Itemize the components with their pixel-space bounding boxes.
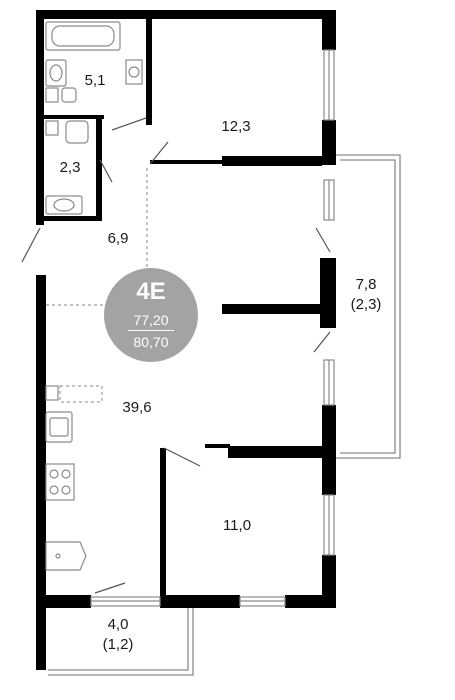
fixtures — [45, 21, 143, 571]
room-label-bedroom-top: 12,3 — [221, 118, 251, 135]
room-label-balcony-right: 7,8 (2,3) — [351, 275, 382, 315]
apartment-code: 4E — [136, 278, 166, 305]
apartment-area-divider — [128, 330, 174, 331]
room-label-bathroom: 5,1 — [84, 72, 106, 89]
walls — [36, 10, 336, 670]
room-area-balcony-bottom: 4,0 — [107, 616, 129, 633]
room-label-toilet: 2,3 — [59, 159, 81, 176]
room-label-living-kitchen: 39,6 — [122, 399, 152, 416]
room-label-balcony-bottom: 4,0 (1,2) — [103, 615, 134, 655]
balcony-outlines — [48, 154, 401, 676]
apartment-area-total: 80,70 — [133, 334, 169, 350]
room-label-hallway: 6,9 — [107, 230, 129, 247]
windows — [90, 49, 335, 607]
door-swings — [21, 117, 331, 594]
room-subarea-balcony-bottom: (1,2) — [102, 636, 134, 653]
room-area-balcony-right: 7,8 — [355, 276, 377, 293]
apartment-badge: 4E 77,20 80,70 — [104, 268, 198, 362]
room-label-bedroom-bottom: 11,0 — [222, 517, 252, 534]
apartment-area-living: 77,20 — [133, 312, 169, 328]
room-subarea-balcony-right: (2,3) — [350, 296, 382, 313]
